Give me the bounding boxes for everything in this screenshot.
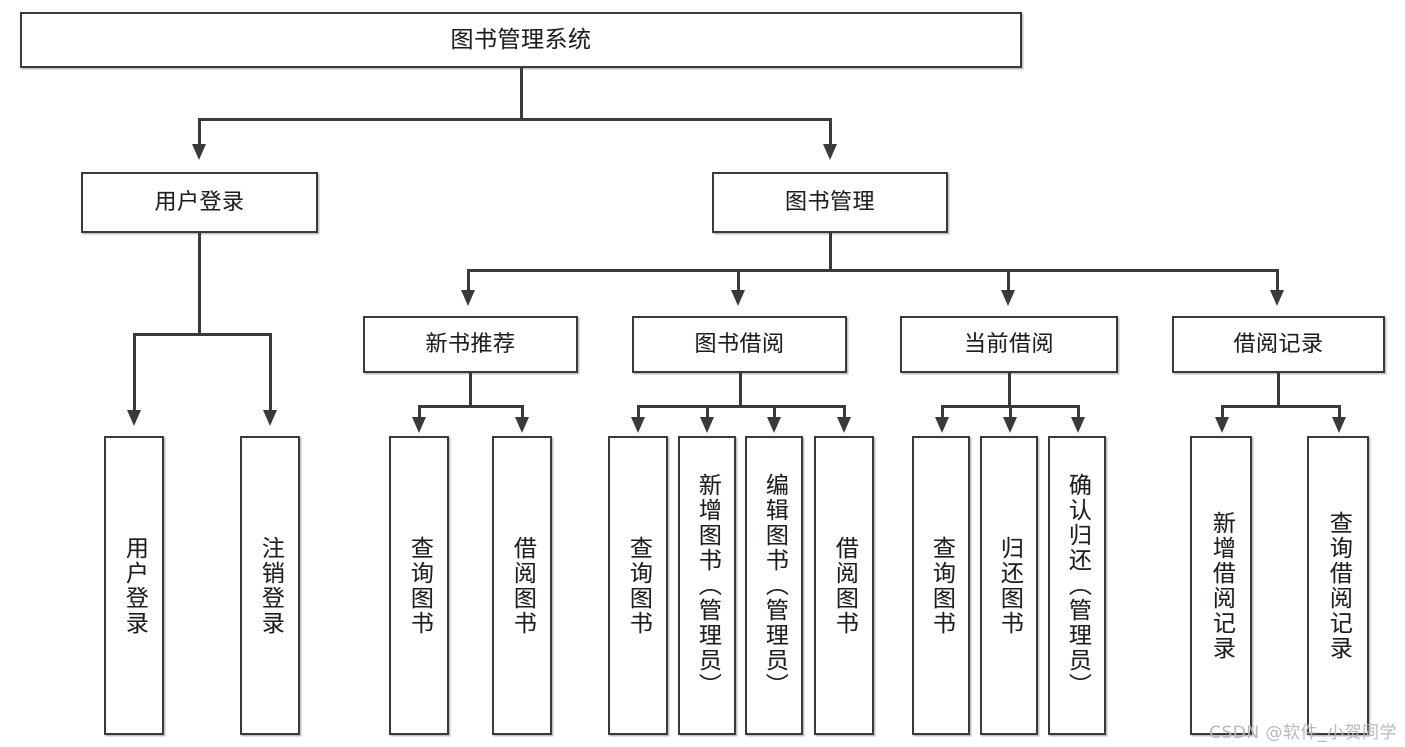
node-label: 归还图书 bbox=[996, 535, 1023, 636]
arrowhead-to-book-manage bbox=[823, 144, 837, 160]
leaf-return-book[interactable]: 归还图书 bbox=[980, 436, 1038, 735]
connector-book-manage-drop-3 bbox=[1007, 269, 1010, 292]
connector-root-to-user-login bbox=[198, 118, 201, 146]
node-label: 图书管理 bbox=[784, 189, 875, 215]
leaf-edit-book-admin[interactable]: 编辑图书（管理员） bbox=[745, 436, 803, 735]
connector-root-bus bbox=[198, 118, 832, 121]
node-user-login[interactable]: 用户登录 bbox=[81, 172, 318, 233]
leaf-add-book-admin[interactable]: 新增图书（管理员） bbox=[678, 436, 736, 735]
node-label: 查询借阅记录 bbox=[1325, 510, 1352, 661]
leaf-confirm-return-admin[interactable]: 确认归还（管理员） bbox=[1048, 436, 1106, 735]
connector-borrow-record-bus bbox=[1221, 405, 1338, 408]
connector-current-borrow-drop-3 bbox=[1077, 405, 1080, 419]
arrowhead-to-borrow-record bbox=[1270, 290, 1284, 306]
node-label: 确认归还（管理员） bbox=[1064, 473, 1091, 698]
node-current-borrow[interactable]: 当前借阅 bbox=[900, 316, 1118, 373]
leaf-query-book-recommend[interactable]: 查询图书 bbox=[389, 436, 449, 735]
node-book-borrow[interactable]: 图书借阅 bbox=[632, 316, 847, 373]
node-label: 新增借阅记录 bbox=[1208, 510, 1235, 661]
node-book-manage[interactable]: 图书管理 bbox=[712, 172, 948, 233]
node-label: 编辑图书（管理员） bbox=[761, 473, 788, 698]
arrowhead-leaf-edit-book bbox=[767, 417, 781, 433]
node-label: 当前借阅 bbox=[963, 331, 1054, 357]
connector-book-borrow-drop-2 bbox=[706, 405, 709, 419]
leaf-user-login[interactable]: 用户登录 bbox=[104, 436, 164, 735]
arrowhead-leaf-query-record bbox=[1332, 417, 1346, 433]
arrowhead-leaf-add-record bbox=[1215, 417, 1229, 433]
node-label: 借阅记录 bbox=[1233, 331, 1324, 357]
node-label: 查询图书 bbox=[625, 535, 652, 636]
node-borrow-record[interactable]: 借阅记录 bbox=[1172, 316, 1385, 373]
connector-book-borrow-bus bbox=[637, 405, 844, 408]
connector-current-borrow-drop-2 bbox=[1009, 405, 1012, 419]
leaf-query-book-current[interactable]: 查询图书 bbox=[912, 436, 970, 735]
connector-root-to-book-manage bbox=[829, 118, 832, 146]
connector-borrow-record-drop-2 bbox=[1338, 405, 1341, 419]
leaf-borrow-book-2[interactable]: 借阅图书 bbox=[814, 436, 874, 735]
connector-current-borrow-drop-1 bbox=[941, 405, 944, 419]
node-root-system[interactable]: 图书管理系统 bbox=[20, 12, 1022, 68]
node-new-book-recommend[interactable]: 新书推荐 bbox=[363, 316, 578, 373]
connector-book-borrow-drop-4 bbox=[843, 405, 846, 419]
node-label: 查询图书 bbox=[406, 535, 433, 636]
leaf-query-book-borrow[interactable]: 查询图书 bbox=[608, 436, 668, 735]
connector-book-manage-bus bbox=[467, 269, 1278, 272]
leaf-borrow-book-recommend[interactable]: 借阅图书 bbox=[492, 436, 552, 735]
node-label: 借阅图书 bbox=[831, 535, 858, 636]
node-label: 图书管理系统 bbox=[450, 26, 592, 53]
leaf-add-borrow-record[interactable]: 新增借阅记录 bbox=[1190, 436, 1252, 735]
node-label: 注销登录 bbox=[257, 535, 284, 636]
arrowhead-leaf-add-book bbox=[700, 417, 714, 433]
connector-book-borrow-drop-1 bbox=[637, 405, 640, 419]
arrowhead-leaf-query-book-2 bbox=[631, 417, 645, 433]
connector-book-borrow-drop-3 bbox=[773, 405, 776, 419]
connector-book-manage-drop-1 bbox=[467, 269, 470, 292]
arrowhead-to-user-login bbox=[192, 144, 206, 160]
arrowhead-to-new-book bbox=[461, 290, 475, 306]
arrowhead-leaf-query-book-3 bbox=[935, 417, 949, 433]
arrowhead-leaf-logout bbox=[263, 410, 277, 426]
node-label: 用户登录 bbox=[154, 189, 245, 215]
connector-book-manage-stem bbox=[829, 233, 832, 271]
connector-user-login-drop-2 bbox=[269, 333, 272, 412]
arrowhead-leaf-borrow-book-2 bbox=[837, 417, 851, 433]
node-label: 借阅图书 bbox=[509, 535, 536, 636]
connector-borrow-record-stem bbox=[1277, 373, 1280, 407]
connector-user-login-bus bbox=[133, 333, 270, 336]
node-label: 新书推荐 bbox=[425, 331, 516, 357]
node-label: 新增图书（管理员） bbox=[694, 473, 721, 698]
connector-new-book-drop-2 bbox=[521, 405, 524, 419]
connector-book-manage-drop-2 bbox=[737, 269, 740, 292]
arrowhead-to-current-borrow bbox=[1001, 290, 1015, 306]
arrowhead-leaf-confirm-return bbox=[1071, 417, 1085, 433]
node-label: 用户登录 bbox=[121, 535, 148, 636]
leaf-query-borrow-record[interactable]: 查询借阅记录 bbox=[1307, 436, 1369, 735]
connector-book-borrow-stem bbox=[739, 373, 742, 407]
node-label: 图书借阅 bbox=[694, 331, 785, 357]
connector-borrow-record-drop-1 bbox=[1221, 405, 1224, 419]
connector-user-login-stem bbox=[198, 233, 201, 335]
connector-root-stem bbox=[520, 68, 523, 119]
connector-new-book-drop-1 bbox=[418, 405, 421, 419]
connector-new-book-bus bbox=[418, 405, 521, 408]
leaf-logout[interactable]: 注销登录 bbox=[240, 436, 300, 735]
arrowhead-to-book-borrow bbox=[731, 290, 745, 306]
arrowhead-leaf-borrow-book-1 bbox=[515, 417, 529, 433]
connector-book-manage-drop-4 bbox=[1276, 269, 1279, 292]
arrowhead-leaf-user-login bbox=[127, 410, 141, 426]
connector-user-login-drop-1 bbox=[133, 333, 136, 412]
node-label: 查询图书 bbox=[928, 535, 955, 636]
connector-new-book-stem bbox=[469, 373, 472, 407]
arrowhead-leaf-return-book bbox=[1003, 417, 1017, 433]
connector-current-borrow-stem bbox=[1008, 373, 1011, 407]
arrowhead-leaf-query-book-1 bbox=[412, 417, 426, 433]
